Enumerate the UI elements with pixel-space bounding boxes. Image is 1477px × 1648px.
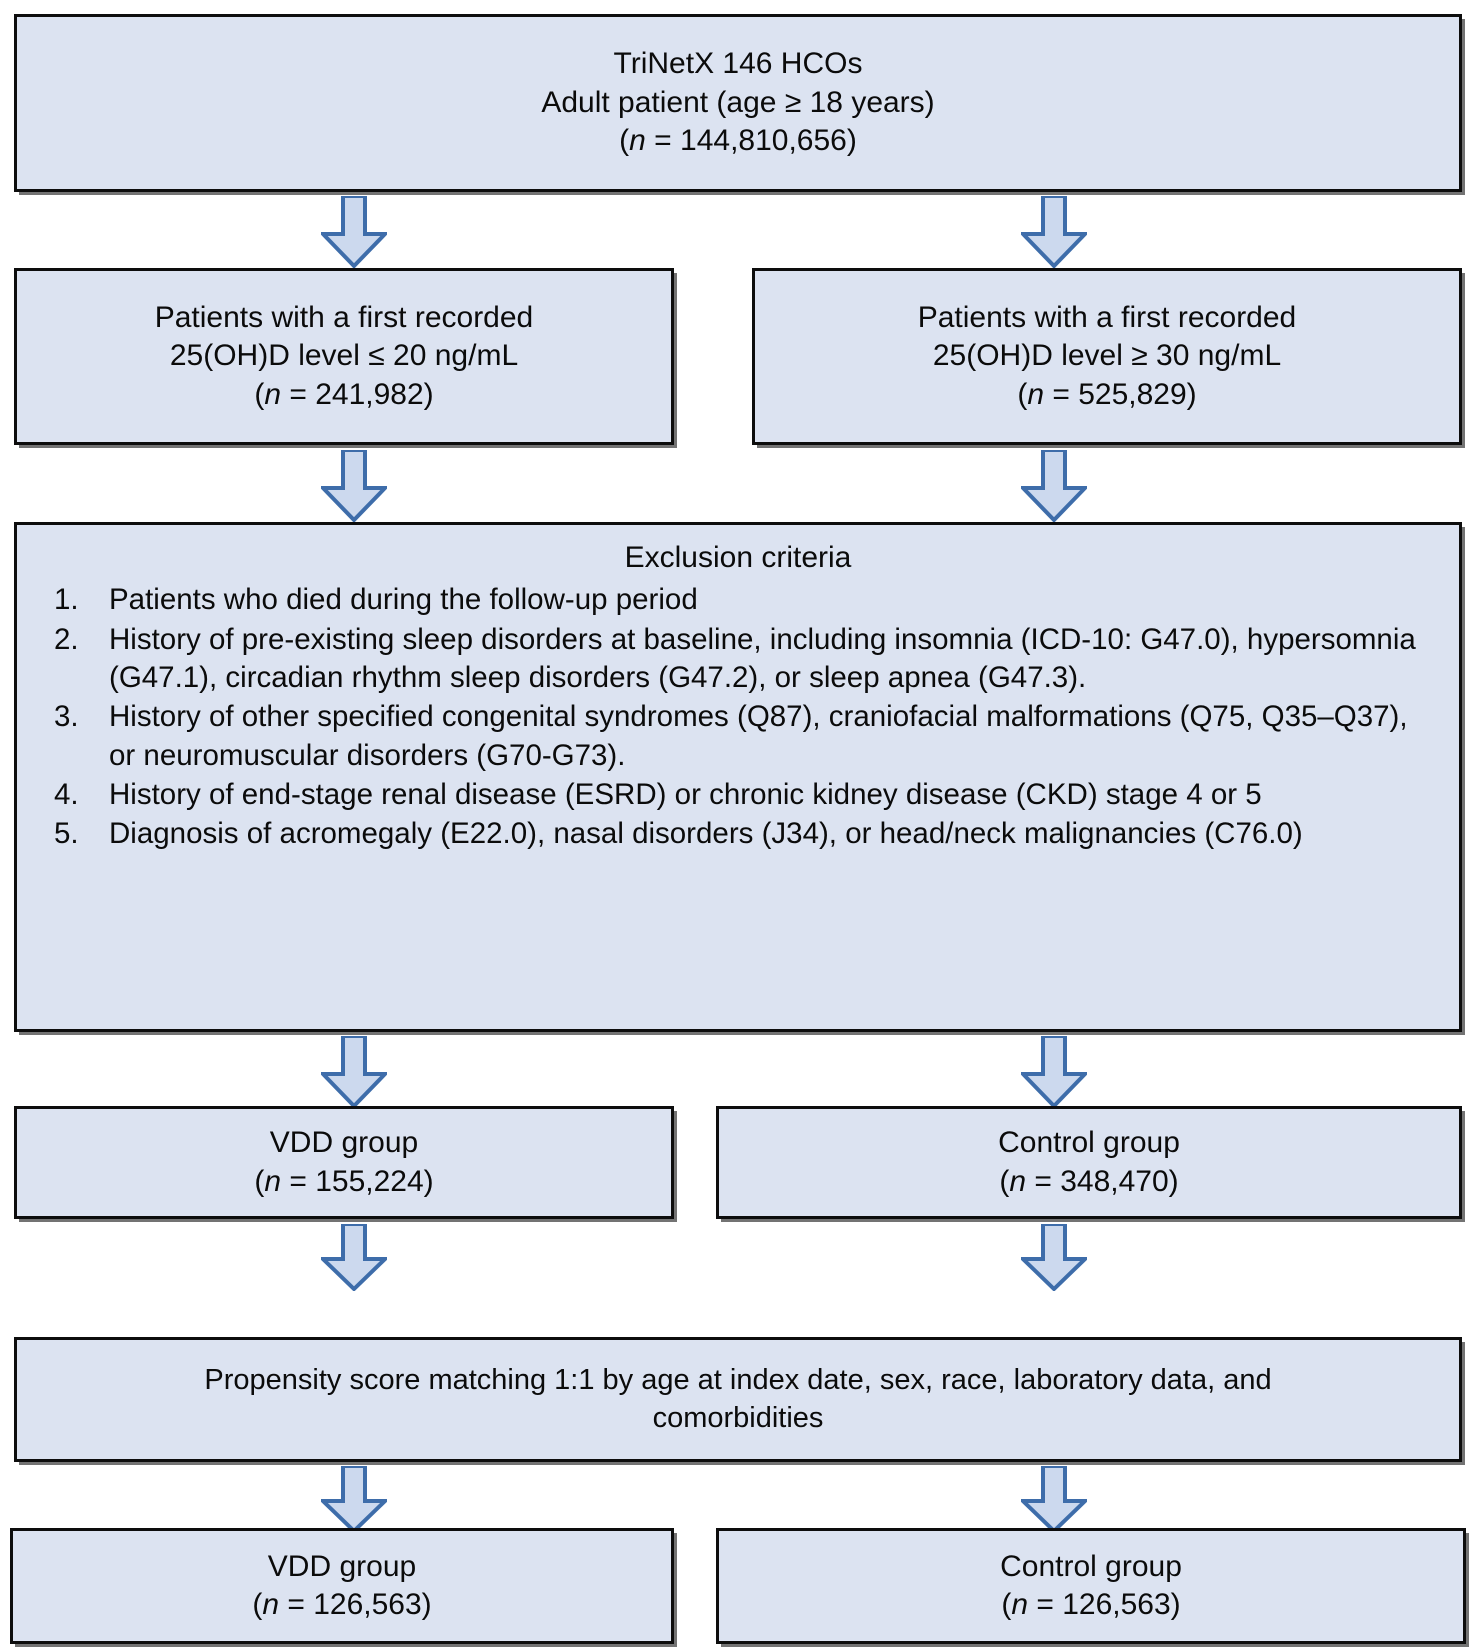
arrow-matching-to-vdd-post — [321, 1466, 387, 1533]
control-postmatch-label: Control group — [1000, 1549, 1182, 1583]
n-symbol: n — [1011, 1588, 1029, 1621]
normal-vitd-line-2: 25(OH)D level ≥ 30 ng/mL — [932, 339, 1282, 373]
vdd-prematch-count: (n = 155,224) — [254, 1163, 433, 1201]
node-vdd-group-prematch: VDD group (n = 155,224) — [14, 1106, 674, 1219]
count-value: = 126,563) — [1028, 1588, 1181, 1621]
n-symbol: n — [629, 124, 646, 158]
source-cohort-count: (n = 144,810,656) — [619, 122, 857, 160]
count-value: = 348,470) — [1026, 1164, 1179, 1198]
paren-open: ( — [619, 124, 630, 158]
node-normal-vitamin-d: Patients with a first recorded 25(OH)D l… — [752, 268, 1462, 445]
count-value: = 241,982) — [281, 377, 434, 411]
count-value: = 525,829) — [1044, 377, 1197, 411]
arrow-normal-to-exclusion — [1021, 450, 1087, 522]
exclusion-item: Diagnosis of acromegaly (E22.0), nasal d… — [54, 815, 1303, 854]
low-vitd-count: (n = 241,982) — [254, 376, 433, 414]
node-propensity-score-matching: Propensity score matching 1:1 by age at … — [14, 1337, 1462, 1462]
paren-open: ( — [1017, 377, 1028, 411]
low-vitd-line-2: 25(OH)D level ≤ 20 ng/mL — [169, 339, 519, 373]
node-low-vitamin-d: Patients with a first recorded 25(OH)D l… — [14, 268, 674, 445]
control-prematch-label: Control group — [998, 1126, 1180, 1160]
n-symbol: n — [1027, 377, 1045, 411]
paren-open: ( — [1001, 1588, 1012, 1621]
arrow-control-to-matching — [1021, 1224, 1087, 1291]
exclusion-item: History of end-stage renal disease (ESRD… — [54, 776, 1262, 815]
vdd-postmatch-label: VDD group — [267, 1549, 417, 1583]
normal-vitd-line-1: Patients with a first recorded — [917, 300, 1297, 334]
arrow-low-to-exclusion — [321, 450, 387, 522]
node-control-group-prematch: Control group (n = 348,470) — [716, 1106, 1462, 1219]
exclusion-item: Patients who died during the follow-up p… — [54, 581, 698, 620]
node-vdd-group-postmatch: VDD group (n = 126,563) — [10, 1528, 674, 1644]
n-symbol: n — [264, 1164, 282, 1198]
source-cohort-line-1: TriNetX 146 HCOs — [613, 47, 863, 81]
n-symbol: n — [262, 1588, 280, 1621]
exclusion-item: History of other specified congenital sy… — [54, 698, 1408, 772]
arrow-source-to-normal — [1021, 196, 1087, 268]
n-symbol: n — [1009, 1164, 1027, 1198]
source-cohort-line-2: Adult patient (age ≥ 18 years) — [541, 85, 935, 119]
arrow-source-to-low — [321, 196, 387, 268]
arrow-exclusion-to-vdd — [321, 1036, 387, 1108]
matching-line-2: comorbidities — [652, 1401, 824, 1434]
low-vitd-line-1: Patients with a first recorded — [154, 300, 534, 334]
control-postmatch-count: (n = 126,563) — [1001, 1586, 1180, 1624]
arrow-exclusion-to-control — [1021, 1036, 1087, 1108]
vdd-prematch-label: VDD group — [269, 1126, 419, 1160]
exclusion-criteria-title: Exclusion criteria — [624, 541, 852, 574]
exclusion-item: History of pre-existing sleep disorders … — [54, 621, 1416, 695]
exclusion-criteria-list: Patients who died during the follow-up p… — [17, 581, 1459, 854]
count-value: = 155,224) — [281, 1164, 434, 1198]
node-source-cohort: TriNetX 146 HCOs Adult patient (age ≥ 18… — [14, 14, 1462, 192]
n-symbol: n — [264, 377, 282, 411]
node-exclusion-criteria: Exclusion criteria Patients who died dur… — [14, 522, 1462, 1032]
arrow-matching-to-control-post — [1021, 1466, 1087, 1533]
vdd-postmatch-count: (n = 126,563) — [252, 1586, 431, 1624]
node-control-group-postmatch: Control group (n = 126,563) — [716, 1528, 1466, 1644]
paren-open: ( — [999, 1164, 1010, 1198]
paren-open: ( — [252, 1588, 263, 1621]
control-prematch-count: (n = 348,470) — [999, 1163, 1178, 1201]
paren-open: ( — [254, 377, 265, 411]
matching-line-1: Propensity score matching 1:1 by age at … — [204, 1364, 1272, 1397]
arrow-vdd-to-matching — [321, 1224, 387, 1291]
count-value: = 126,563) — [279, 1588, 432, 1621]
normal-vitd-count: (n = 525,829) — [1017, 376, 1196, 414]
count-value: = 144,810,656) — [645, 124, 857, 158]
paren-open: ( — [254, 1164, 265, 1198]
